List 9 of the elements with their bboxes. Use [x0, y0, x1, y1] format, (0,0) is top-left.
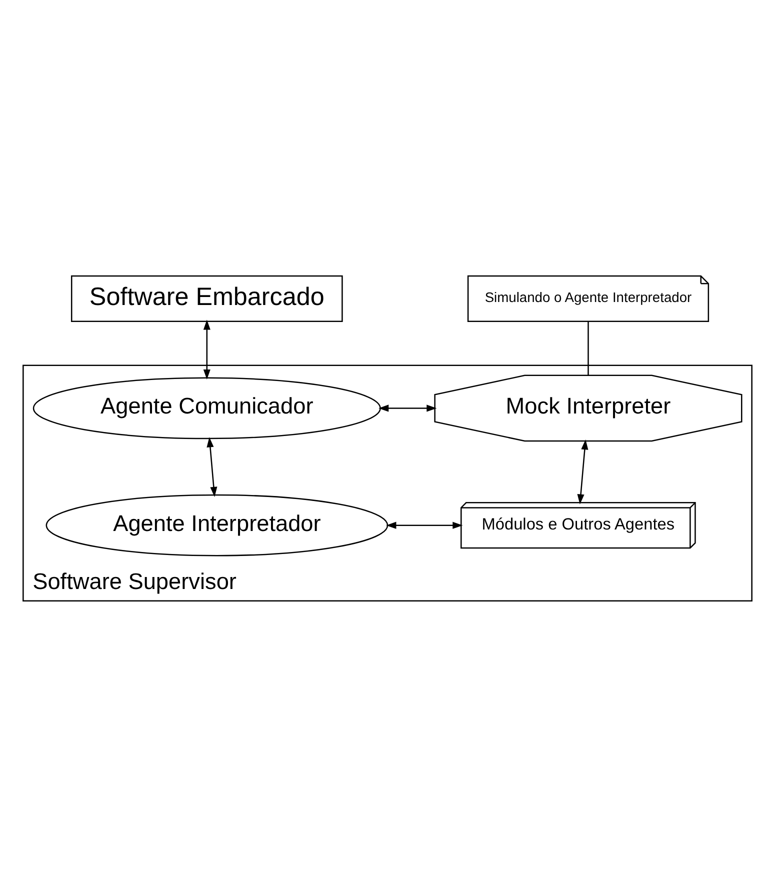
node-ellipse: Agente Interpretador — [46, 494, 388, 556]
arrow — [203, 319, 210, 380]
arrow — [577, 439, 588, 504]
node-ellipse: Agente Comunicador — [32, 376, 381, 439]
node-box: Software Embarcado — [70, 274, 343, 322]
arrow — [206, 436, 218, 496]
connector — [588, 321, 589, 375]
arrow — [378, 404, 437, 412]
arrow — [386, 521, 463, 528]
